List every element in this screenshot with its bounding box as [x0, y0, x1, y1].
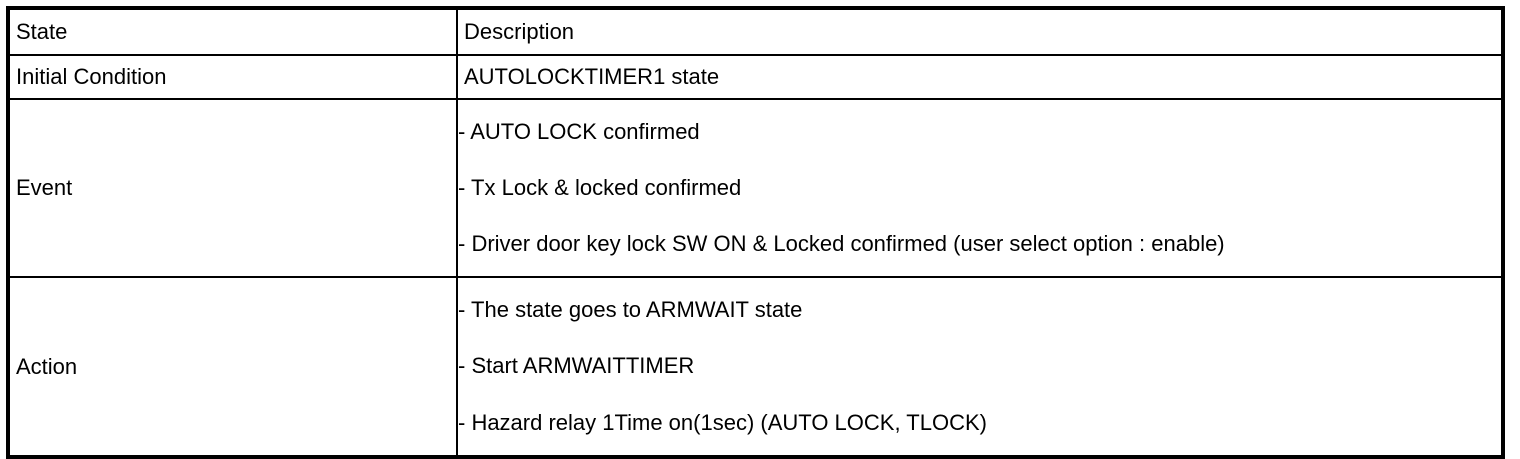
action-bullet-1: - The state goes to ARMWAIT state: [458, 297, 803, 323]
initial-condition-text: AUTOLOCKTIMER1 state: [464, 64, 720, 89]
cell-description-action: - The state goes to ARMWAIT state - Star…: [456, 276, 1504, 458]
cell-state-action: Action: [7, 276, 458, 458]
cell-state-initial-condition: Initial Condition: [7, 54, 458, 100]
column-header-description: Description: [464, 19, 575, 44]
action-bullet-list: - The state goes to ARMWAIT state - Star…: [458, 278, 1501, 455]
event-bullet-list: - AUTO LOCK confirmed - Tx Lock & locked…: [458, 100, 1501, 276]
state-transition-table: State Description Initial Condition AUTO…: [6, 6, 1505, 459]
row-label-event: Event: [16, 175, 73, 200]
row-label-action: Action: [16, 353, 78, 379]
action-bullet-2: - Start ARMWAITTIMER: [458, 353, 695, 379]
column-header-state: State: [16, 19, 68, 44]
event-bullet-1: - AUTO LOCK confirmed: [458, 119, 700, 144]
table-header-row: State Description: [7, 7, 1504, 56]
header-cell-description: Description: [456, 7, 1504, 56]
cell-state-event: Event: [7, 98, 458, 278]
action-bullet-3: - Hazard relay 1Time on(1sec) (AUTO LOCK…: [458, 409, 987, 435]
event-bullet-2: - Tx Lock & locked confirmed: [458, 175, 742, 200]
table-row-initial-condition: Initial Condition AUTOLOCKTIMER1 state: [7, 54, 1504, 100]
cell-description-initial-condition: AUTOLOCKTIMER1 state: [456, 54, 1504, 100]
table-row-event: Event - AUTO LOCK confirmed - Tx Lock & …: [7, 98, 1504, 278]
event-bullet-3: - Driver door key lock SW ON & Locked co…: [458, 231, 1225, 256]
header-cell-state: State: [7, 7, 458, 56]
row-label-initial-condition: Initial Condition: [16, 64, 167, 89]
table-row-action: Action - The state goes to ARMWAIT state…: [7, 276, 1504, 458]
cell-description-event: - AUTO LOCK confirmed - Tx Lock & locked…: [456, 98, 1504, 278]
